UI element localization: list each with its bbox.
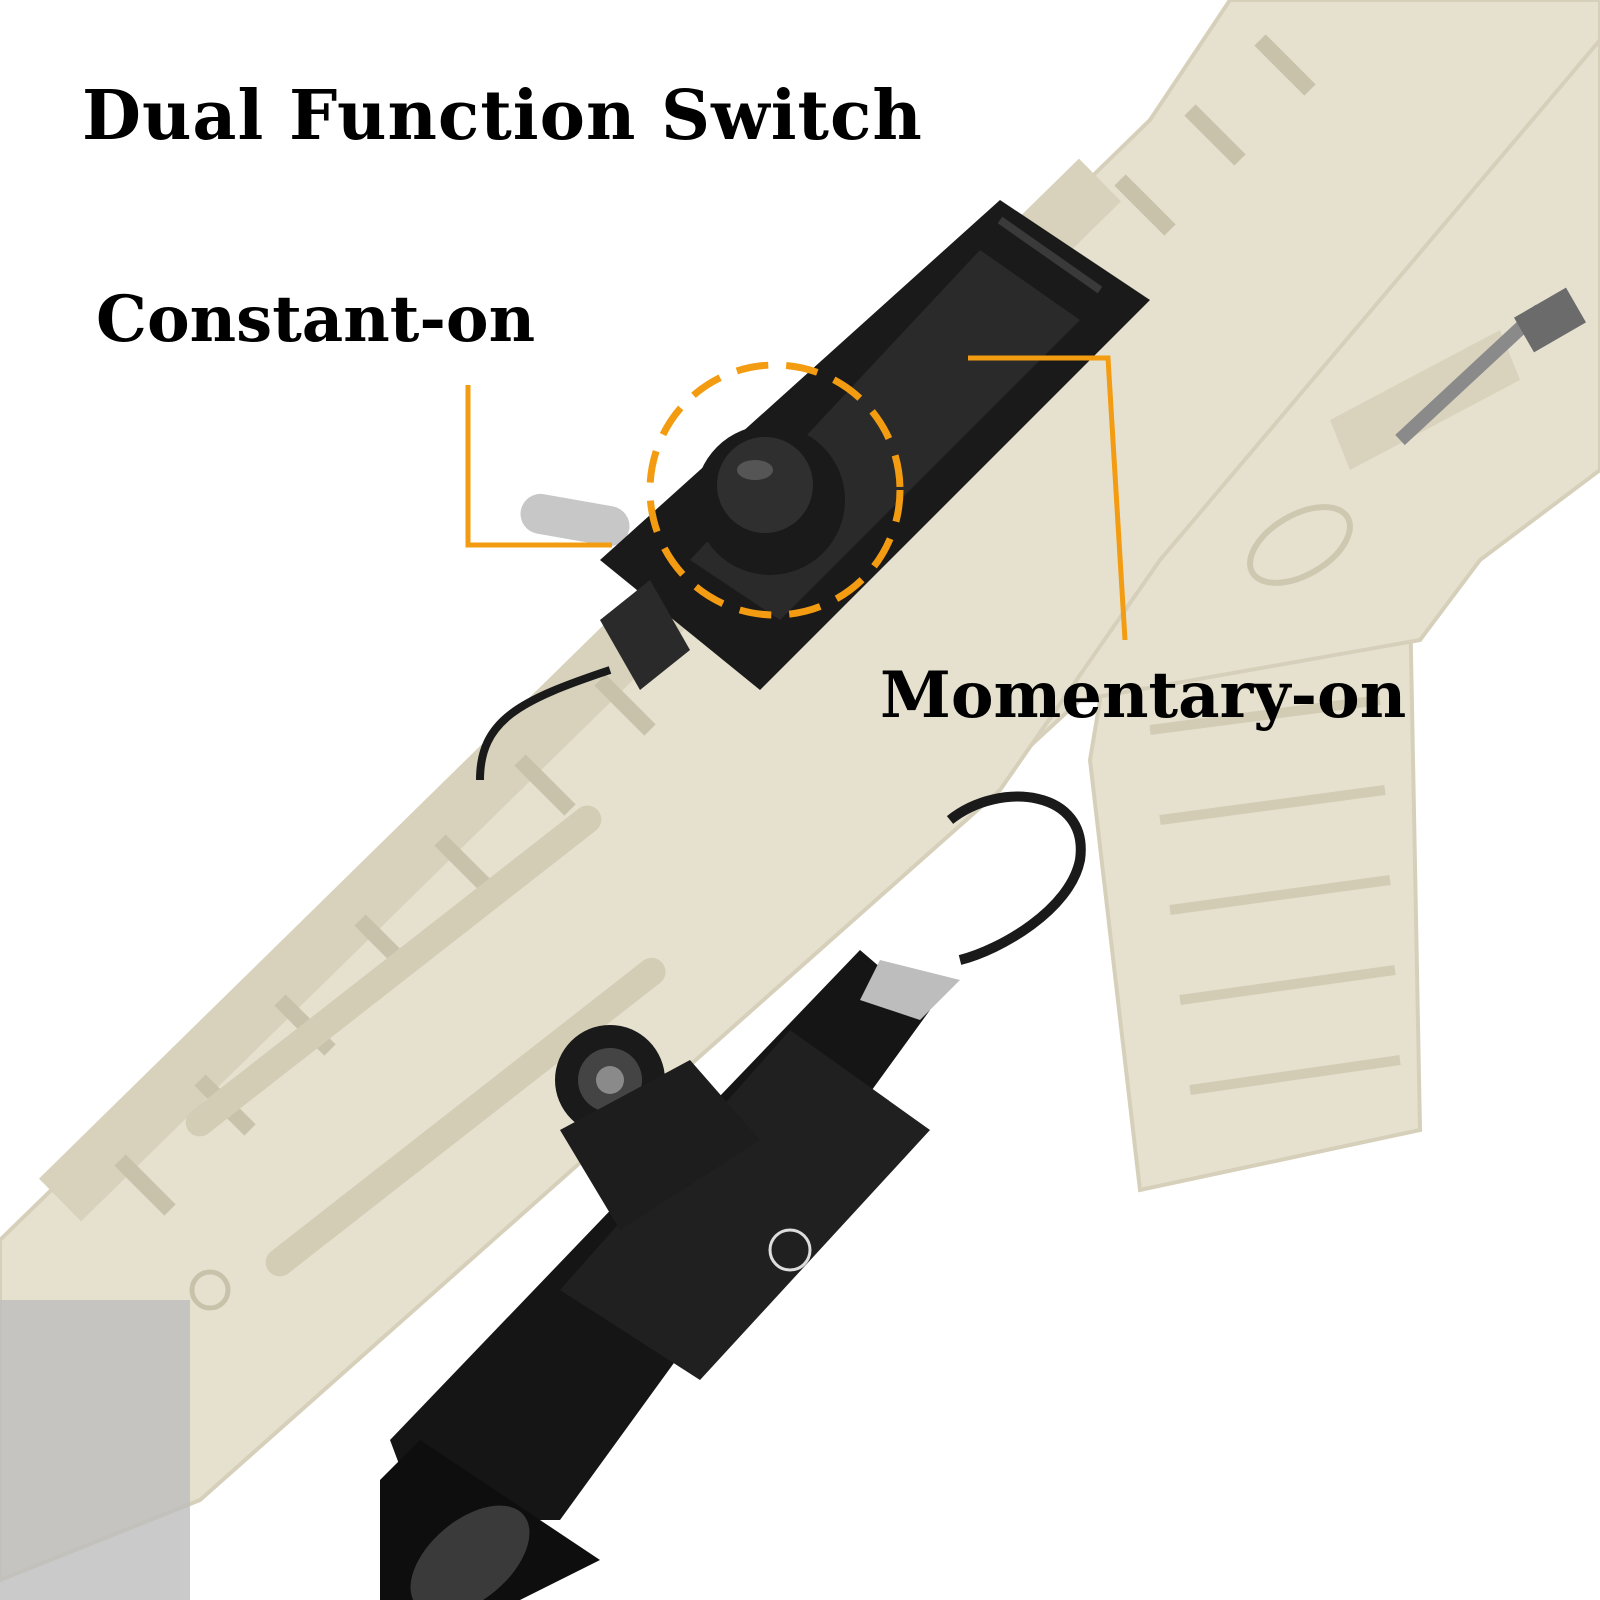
front-sight xyxy=(0,493,630,1600)
switch-highlight-circle xyxy=(646,361,904,619)
momentary-on-leader xyxy=(968,355,1128,641)
flashlight xyxy=(380,950,960,1600)
callout-lines xyxy=(465,355,1128,641)
magazine xyxy=(1087,597,1423,1193)
page-title: Dual Function Switch xyxy=(82,76,923,156)
cable xyxy=(946,791,1086,965)
constant-on-label: Constant-on xyxy=(96,282,536,357)
momentary-on-label: Momentary-on xyxy=(880,658,1407,733)
brand-logo-icon xyxy=(768,1228,812,1272)
constant-on-leader xyxy=(465,385,612,548)
